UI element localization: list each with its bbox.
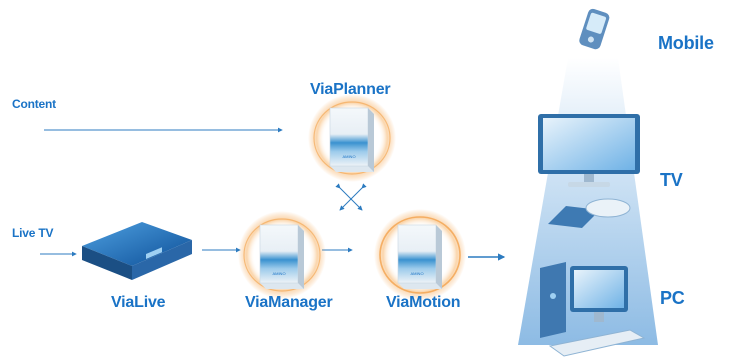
pc-icon <box>540 262 646 357</box>
viamanager-box-icon: AMINO <box>238 211 326 299</box>
viamanager-label: ViaManager <box>245 294 333 311</box>
mobile-label: Mobile <box>658 33 714 53</box>
svg-text:AMINO: AMINO <box>410 271 423 276</box>
set-top-box-icon <box>82 222 192 280</box>
mobile-phone-icon <box>579 8 610 50</box>
tv-label: TV <box>660 170 683 190</box>
svg-text:AMINO: AMINO <box>342 154 355 159</box>
viaplanner-label: ViaPlanner <box>310 81 391 98</box>
pc-label: PC <box>660 288 685 308</box>
svg-text:AMINO: AMINO <box>272 271 285 276</box>
viamotion-label: ViaMotion <box>386 294 461 311</box>
viaplanner-box-icon: AMINO <box>308 94 396 182</box>
live-tv-label: Live TV <box>12 226 54 240</box>
content-label: Content <box>12 97 56 111</box>
cross-arrows-icon <box>335 183 367 211</box>
tv-icon <box>538 114 640 228</box>
vialive-label: ViaLive <box>111 294 166 311</box>
viamotion-box-icon: AMINO <box>374 209 466 301</box>
